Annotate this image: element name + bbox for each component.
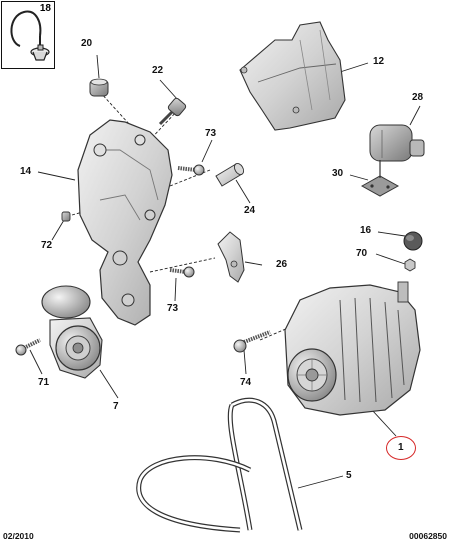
- pin-part-72: [61, 211, 71, 222]
- callout-22: 22: [152, 65, 164, 76]
- bolt-part-73-top: [177, 164, 205, 176]
- bushing-part-20: [89, 78, 109, 97]
- cap-part-16: [403, 231, 423, 251]
- callout-71: 71: [38, 377, 50, 388]
- bolt-part-71: [15, 338, 41, 356]
- callout-74: 74: [240, 377, 252, 388]
- leader-lines: [29, 54, 421, 489]
- callout-73-top: 73: [205, 128, 217, 139]
- callout-16: 16: [360, 225, 372, 236]
- bolt-part-73-middle: [169, 266, 195, 278]
- footer-date: 02/2010: [3, 531, 34, 541]
- inset-box-part-18: 18: [1, 1, 55, 69]
- alternator-bracket-part-14: [77, 119, 173, 326]
- sensor-part-28: [369, 124, 425, 162]
- callout-7: 7: [113, 401, 119, 412]
- small-bracket-part-26: [217, 231, 245, 283]
- callout-24: 24: [244, 205, 256, 216]
- callout-72: 72: [41, 240, 53, 251]
- callout-70: 70: [356, 248, 368, 259]
- callout-30: 30: [332, 168, 344, 179]
- callout-73-middle: 73: [167, 303, 179, 314]
- tensioner-pulley-part-7: [41, 285, 103, 379]
- sleeve-part-24: [215, 162, 245, 187]
- callout-5: 5: [346, 470, 352, 481]
- footer-reference: 00062850: [409, 531, 447, 541]
- callout-18: 18: [39, 3, 51, 14]
- alternator-part-1: [284, 281, 421, 416]
- callout-26: 26: [276, 259, 288, 270]
- highlight-ring-part-1: [386, 436, 416, 460]
- belt-part-5: [136, 397, 303, 533]
- bolt-part-74: [233, 330, 271, 353]
- callout-28: 28: [412, 92, 424, 103]
- heat-shield-part-12: [239, 21, 346, 131]
- callout-12: 12: [373, 56, 385, 67]
- bolt-part-22: [158, 97, 187, 126]
- clip-icon: [10, 10, 50, 61]
- nut-part-70: [404, 258, 416, 272]
- callout-20: 20: [81, 38, 93, 49]
- bracket-part-30: [360, 160, 400, 197]
- callout-14: 14: [20, 166, 32, 177]
